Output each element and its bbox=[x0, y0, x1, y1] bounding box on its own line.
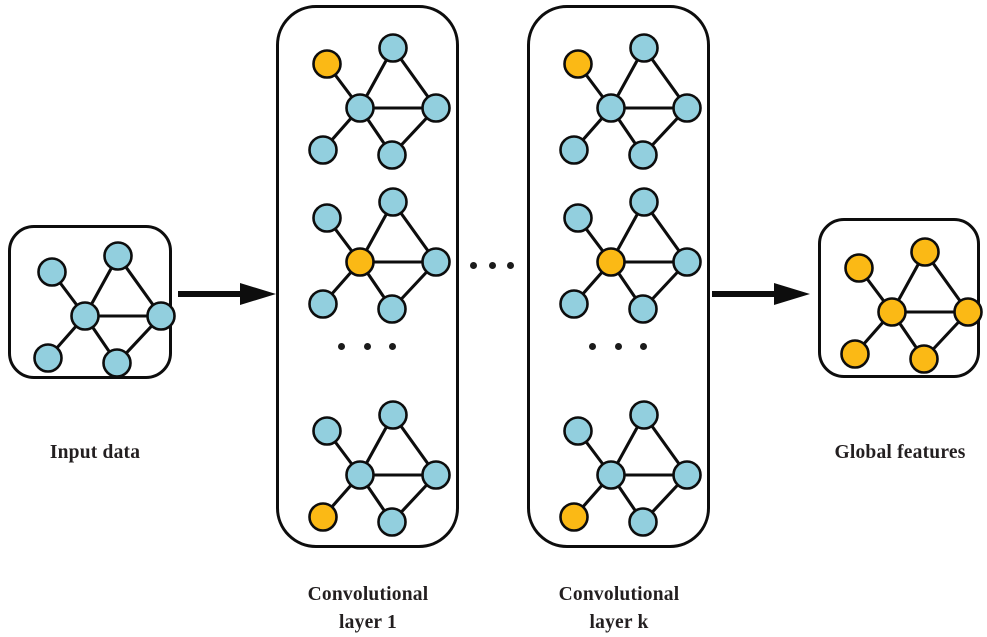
graph-node-right bbox=[421, 247, 451, 277]
graph-node-right bbox=[672, 247, 702, 277]
graph-node-lower_left-highlighted bbox=[559, 502, 589, 532]
graph-node-right bbox=[146, 301, 176, 331]
graph-node-center-highlighted bbox=[345, 247, 375, 277]
graph-node-right bbox=[672, 460, 702, 490]
graph-node-center bbox=[345, 460, 375, 490]
graph-node-top bbox=[378, 187, 408, 217]
graph-node-upper_left-highlighted bbox=[844, 253, 874, 283]
graph-node-upper_left bbox=[37, 257, 67, 287]
graph-node-bottom bbox=[377, 140, 407, 170]
input-data-box bbox=[8, 225, 176, 379]
graph-node-top bbox=[378, 400, 408, 430]
input-data-caption: Input data bbox=[49, 442, 141, 463]
graph-node-bottom bbox=[377, 294, 407, 324]
graph-node-right-highlighted bbox=[953, 297, 983, 327]
graph-node-top bbox=[378, 33, 408, 63]
graph-node-right bbox=[672, 93, 702, 123]
graph-node-upper_left bbox=[312, 203, 342, 233]
graph-node-upper_left bbox=[312, 416, 342, 446]
convolutional-layer-1-box bbox=[276, 5, 459, 548]
graph-node-lower_left-highlighted bbox=[308, 502, 338, 532]
convk-graph-bottom bbox=[556, 400, 716, 549]
conv1-graph-bottom bbox=[305, 400, 465, 549]
graph-node-upper_left bbox=[563, 203, 593, 233]
graph-node-center-highlighted bbox=[596, 247, 626, 277]
global-features-box bbox=[818, 218, 983, 378]
graph-node-lower_left bbox=[559, 289, 589, 319]
global-features-caption: Global features bbox=[834, 442, 966, 463]
graph-node-bottom-highlighted bbox=[909, 344, 939, 374]
graph-node-center bbox=[596, 93, 626, 123]
graph-node-bottom bbox=[102, 348, 132, 378]
layers-ellipsis bbox=[470, 262, 514, 269]
conv1-graph-top bbox=[305, 33, 465, 182]
convolutional-layer-k-caption: Convolutional layer k bbox=[558, 584, 680, 633]
graph-node-lower_left bbox=[308, 135, 338, 165]
graph-node-lower_left bbox=[308, 289, 338, 319]
graph-node-lower_left bbox=[33, 343, 63, 373]
conv1-graph-middle bbox=[305, 187, 465, 336]
graph-node-center bbox=[70, 301, 100, 331]
graph-node-top bbox=[629, 400, 659, 430]
graph-node-upper_left-highlighted bbox=[563, 49, 593, 79]
input-data-graph bbox=[30, 241, 190, 390]
convolutional-layer-1-caption: Convolutional layer 1 bbox=[307, 584, 429, 633]
graph-node-center-highlighted bbox=[877, 297, 907, 327]
convk-graph-middle bbox=[556, 187, 716, 336]
convolutional-layer-k-box bbox=[527, 5, 710, 548]
graph-node-bottom bbox=[377, 507, 407, 537]
graph-node-top bbox=[629, 187, 659, 217]
graph-node-center bbox=[345, 93, 375, 123]
graph-node-top-highlighted bbox=[910, 237, 940, 267]
conv-layer-1-inner-ellipsis bbox=[338, 343, 396, 350]
graph-node-right bbox=[421, 460, 451, 490]
graph-node-lower_left-highlighted bbox=[840, 339, 870, 369]
graph-node-center bbox=[596, 460, 626, 490]
arrow-input-to-conv1-icon bbox=[178, 281, 276, 307]
graph-node-bottom bbox=[628, 507, 658, 537]
graph-node-right bbox=[421, 93, 451, 123]
graph-node-bottom bbox=[628, 140, 658, 170]
graph-node-top bbox=[103, 241, 133, 271]
graph-node-lower_left bbox=[559, 135, 589, 165]
arrow-convk-to-global-icon bbox=[712, 281, 810, 307]
conv-layer-k-inner-ellipsis bbox=[589, 343, 647, 350]
graph-node-upper_left-highlighted bbox=[312, 49, 342, 79]
graph-node-top bbox=[629, 33, 659, 63]
global-features-graph bbox=[837, 237, 987, 386]
graph-node-upper_left bbox=[563, 416, 593, 446]
convk-graph-top bbox=[556, 33, 716, 182]
graph-node-bottom bbox=[628, 294, 658, 324]
